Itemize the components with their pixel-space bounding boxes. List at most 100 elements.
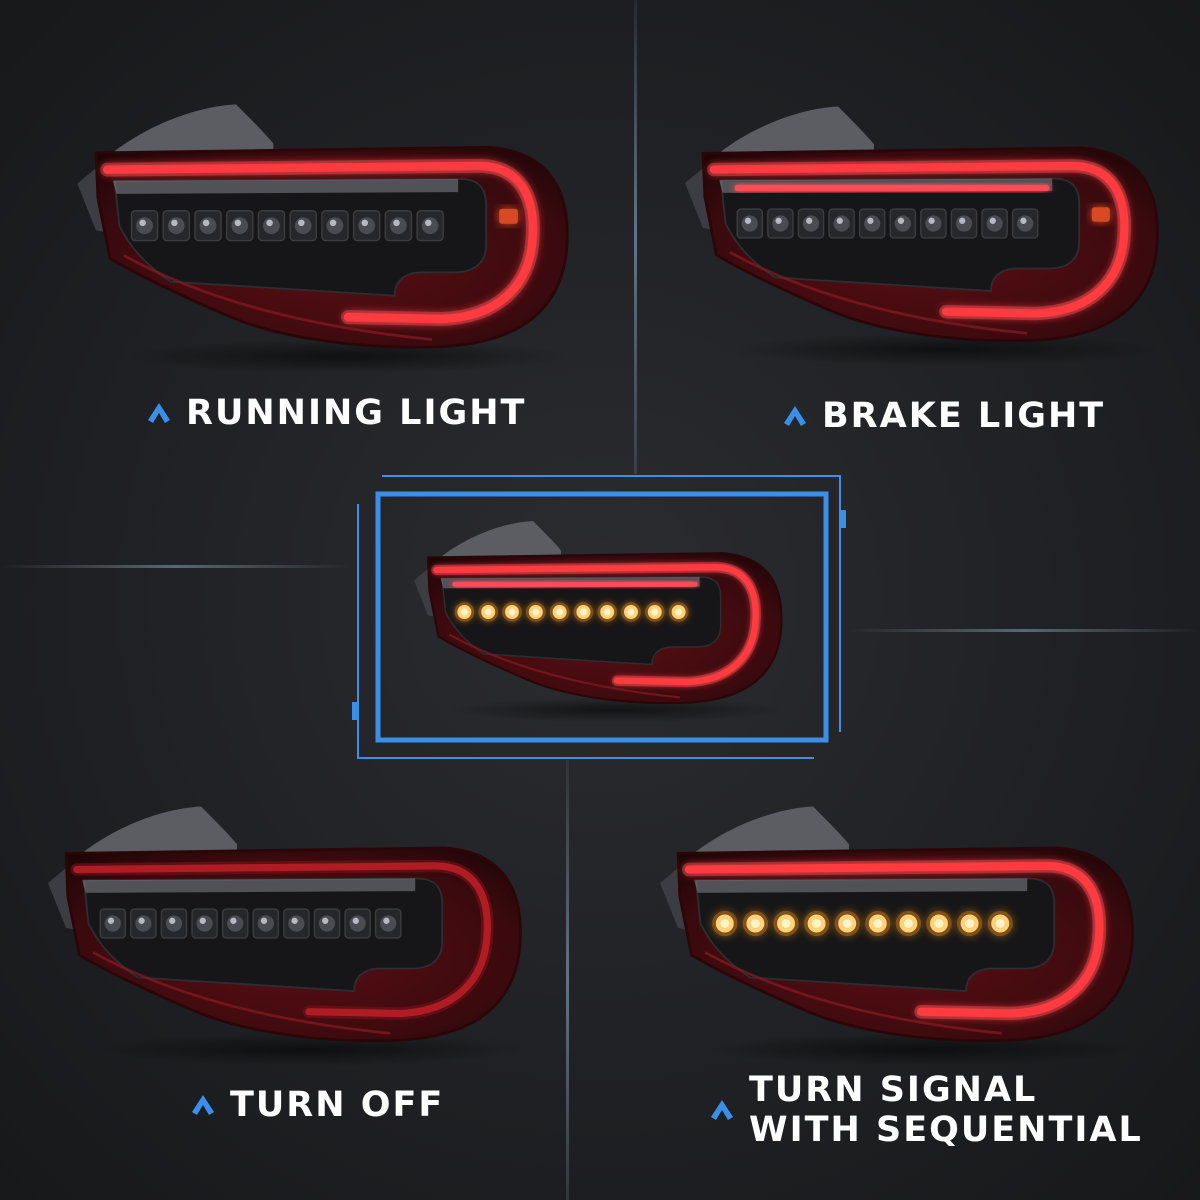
vertical-divider-bottom — [566, 760, 569, 1200]
lamp-shadow — [730, 333, 1162, 366]
led-2 — [478, 602, 498, 622]
led-5 — [549, 602, 570, 622]
led-4 — [828, 208, 855, 239]
light-tube — [433, 564, 759, 686]
led-6 — [573, 602, 594, 622]
lamp-clear-strip — [694, 878, 1028, 893]
lamp-top-wing — [696, 806, 849, 857]
led-1 — [454, 602, 475, 622]
panel-running-light: RUNNING LIGHT — [0, 0, 634, 470]
led-3 — [797, 208, 825, 239]
caption-turn-signal-text: TURN SIGNAL WITH SEQUENTIAL — [749, 1070, 1143, 1151]
caption-brake-light: BRAKE LIGHT — [782, 396, 1105, 436]
led-5 — [257, 210, 286, 242]
tail-lamp-off — [48, 806, 525, 1066]
led-2 — [742, 910, 768, 937]
vertical-divider-top — [634, 0, 637, 474]
led-4 — [526, 602, 546, 622]
led-3 — [160, 908, 188, 939]
led-3 — [773, 910, 799, 937]
caption-running-light-text: RUNNING LIGHT — [186, 393, 527, 433]
lamp-clear-strip — [82, 878, 416, 893]
led-7 — [920, 208, 947, 239]
chevron-up-icon — [711, 1100, 733, 1121]
tail-lamp-center — [414, 521, 785, 723]
side-marker — [499, 208, 518, 224]
led-9 — [344, 908, 371, 939]
lamp-lower-edge — [92, 951, 391, 1035]
led-10 — [416, 210, 444, 242]
caption-brake-light-text: BRAKE LIGHT — [822, 396, 1106, 436]
lamp-top-wing — [442, 521, 561, 561]
caption-turn-signal: TURN SIGNAL WITH SEQUENTIAL — [709, 1070, 1143, 1151]
led-2 — [130, 908, 157, 939]
led-1 — [99, 908, 127, 939]
led-8 — [926, 910, 952, 937]
led-5 — [221, 908, 249, 939]
led-9 — [384, 210, 413, 242]
panel-turn-signal: TURN SIGNAL WITH SEQUENTIAL — [569, 760, 1200, 1200]
led-5 — [858, 208, 886, 239]
led-1 — [712, 910, 738, 937]
led-5 — [834, 910, 860, 937]
led-8 — [950, 208, 978, 239]
led-1 — [736, 208, 764, 239]
brake-bar — [452, 581, 698, 587]
led-7 — [597, 602, 617, 622]
led-4 — [804, 910, 830, 937]
chevron-up-icon — [784, 406, 806, 427]
chevron-up-icon — [148, 403, 170, 424]
led-9 — [981, 208, 1008, 239]
led-9 — [645, 602, 665, 622]
led-10 — [1011, 208, 1039, 239]
lamp-lower-edge — [704, 951, 1003, 1035]
horizontal-divider-left — [0, 565, 352, 568]
lamp-clear-strip — [112, 179, 459, 194]
led-10 — [668, 602, 689, 622]
lamp-top-wing — [84, 806, 237, 857]
lamp-lower-edge — [123, 254, 433, 341]
panel-brake-light: BRAKE LIGHT — [637, 0, 1200, 470]
lamp-shadow — [705, 1033, 1137, 1066]
brake-bar — [734, 184, 1050, 192]
tail-lamp-turn — [660, 806, 1137, 1066]
side-marker — [1091, 207, 1110, 222]
led-7 — [895, 910, 921, 937]
led-3 — [502, 602, 522, 622]
led-7 — [283, 908, 310, 939]
lamp-shadow — [124, 339, 572, 374]
lamp-top-wing — [114, 104, 274, 157]
light-tube — [103, 161, 538, 324]
lamp-shadow — [93, 1033, 525, 1066]
horizontal-divider-right — [846, 629, 1200, 632]
lamp-lower-edge — [448, 633, 681, 699]
caption-running-light: RUNNING LIGHT — [146, 393, 526, 433]
led-4 — [191, 908, 218, 939]
caption-turn-off: TURN OFF — [190, 1085, 444, 1125]
led-8 — [621, 602, 641, 622]
led-10 — [987, 910, 1013, 937]
tail-lamp-brake — [685, 106, 1162, 366]
lamp-shadow — [449, 697, 785, 723]
led-6 — [889, 208, 917, 239]
led-7 — [321, 210, 349, 242]
chevron-up-icon — [192, 1095, 214, 1116]
led-10 — [374, 908, 402, 939]
panel-turn-off: TURN OFF — [0, 760, 566, 1200]
led-1 — [130, 210, 159, 242]
led-8 — [313, 908, 341, 939]
led-6 — [289, 210, 317, 242]
led-3 — [194, 210, 222, 242]
caption-turn-off-text: TURN OFF — [230, 1085, 445, 1125]
led-8 — [352, 210, 381, 242]
led-2 — [162, 210, 191, 242]
led-6 — [865, 910, 891, 937]
center-highlight-frame — [352, 475, 846, 759]
led-2 — [767, 208, 794, 239]
led-4 — [225, 210, 254, 242]
light-tube — [684, 861, 1104, 1018]
light-tube — [709, 161, 1129, 318]
tail-lamp-running — [77, 104, 572, 374]
panel-center-sequential — [376, 494, 824, 740]
